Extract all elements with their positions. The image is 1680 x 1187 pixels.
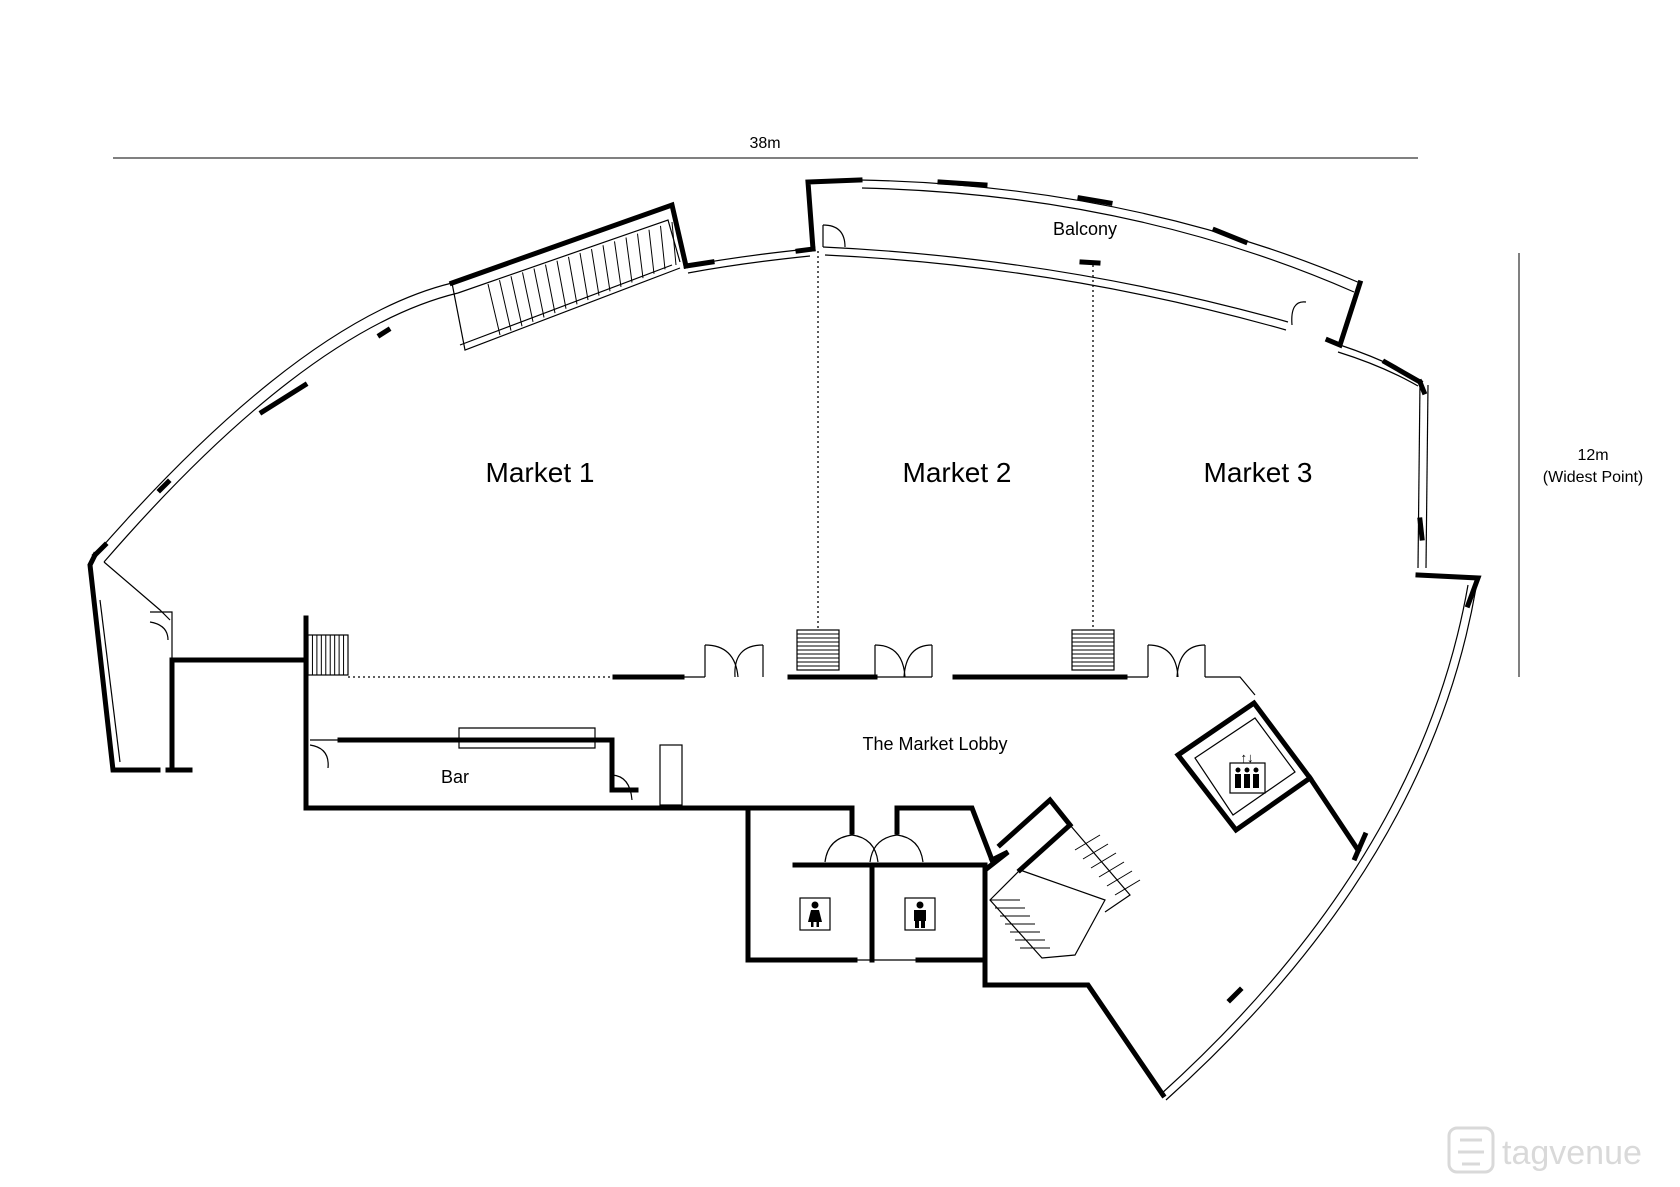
toilets [745,805,996,963]
svg-text:↑↓: ↑↓ [1241,750,1254,765]
lobby-north-wall [303,615,1256,811]
tagvenue-logo-icon [1447,1126,1495,1174]
market-3-label: Market 3 [1204,457,1313,488]
height-dimension-note: (Widest Point) [1543,469,1643,486]
east-facade [1159,344,1482,1101]
lift-core: ↑↓ [1174,699,1362,854]
lobby-label: The Market Lobby [862,734,1007,754]
north-facade [91,246,816,563]
bar-label: Bar [441,767,469,787]
balcony-label: Balcony [1053,219,1117,239]
bar-area: Bar [303,727,751,811]
market-2-label: Market 2 [903,457,1012,488]
width-dimension-label: 38m [749,135,780,152]
north-stair [448,201,689,351]
height-dimension: 12m (Widest Point) [1518,253,1643,677]
west-bay [87,551,309,773]
watermark: tagvenue [1447,1126,1642,1174]
width-dimension: 38m [113,135,1418,159]
southeast-stair [982,796,1167,1099]
partition-stacks [307,629,1115,676]
market-1-label: Market 1 [486,457,595,488]
watermark-brand: tagvenue [1502,1134,1642,1172]
height-dimension-label: 12m [1577,447,1608,464]
market-partitions [348,251,1094,678]
lift-icon: ↑↓ [1229,750,1266,794]
male-toilet-icon [904,897,936,931]
balcony: Balcony [805,177,1364,349]
female-toilet-icon [799,897,831,931]
